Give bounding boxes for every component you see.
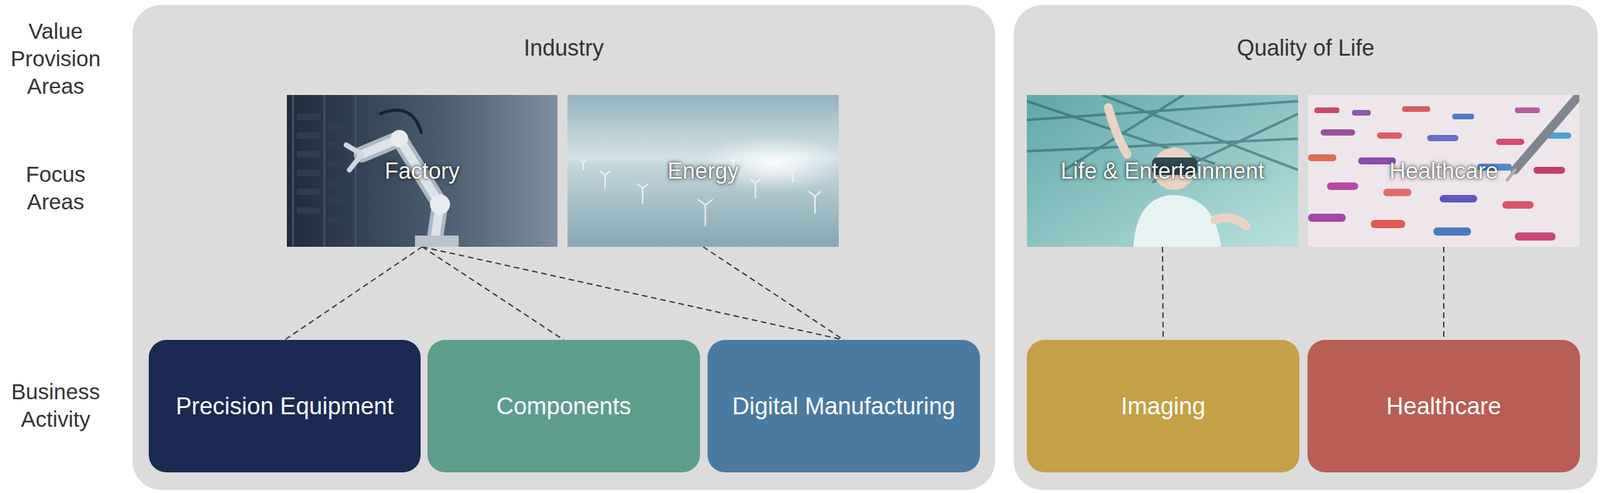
row-label: Value Provision Areas bbox=[0, 17, 112, 100]
box-label: Components bbox=[496, 393, 631, 420]
panel-title: Quality of Life bbox=[1013, 5, 1598, 62]
focus-title: Healthcare bbox=[1389, 158, 1499, 185]
row-label: Business Activity bbox=[0, 378, 112, 434]
dashed-connector bbox=[1162, 246, 1164, 340]
business-box: Imaging bbox=[1026, 340, 1300, 473]
focus-image: Healthcare bbox=[1308, 95, 1580, 247]
value-area-panel: Quality of Life Life & Entertainment bbox=[1013, 5, 1598, 490]
row-label: Focus Areas bbox=[0, 160, 112, 216]
business-box: Precision Equipment bbox=[148, 340, 421, 473]
box-label: Imaging bbox=[1120, 393, 1205, 420]
business-box: Digital Manufacturing bbox=[707, 340, 980, 473]
dashed-connector bbox=[703, 246, 844, 340]
focus-image: Life & Entertainment bbox=[1026, 95, 1299, 247]
focus-image: Factory bbox=[286, 95, 558, 247]
box-label: Precision Equipment bbox=[175, 393, 394, 420]
box-label: Digital Manufacturing bbox=[732, 393, 956, 420]
value-area-panel: Industry Factory bbox=[132, 5, 995, 490]
focus-title: Energy bbox=[667, 158, 739, 185]
focus-title: Factory bbox=[384, 158, 460, 185]
dashed-connector bbox=[285, 246, 423, 340]
focus-image: Energy bbox=[567, 95, 839, 247]
dashed-connector bbox=[422, 246, 845, 340]
panel-title: Industry bbox=[132, 5, 995, 62]
dashed-connector bbox=[422, 246, 565, 340]
dashed-connector bbox=[1443, 246, 1445, 340]
box-label: Healthcare bbox=[1386, 393, 1502, 420]
business-box: Components bbox=[427, 340, 700, 473]
business-box: Healthcare bbox=[1307, 340, 1580, 473]
focus-title: Life & Entertainment bbox=[1060, 158, 1265, 185]
